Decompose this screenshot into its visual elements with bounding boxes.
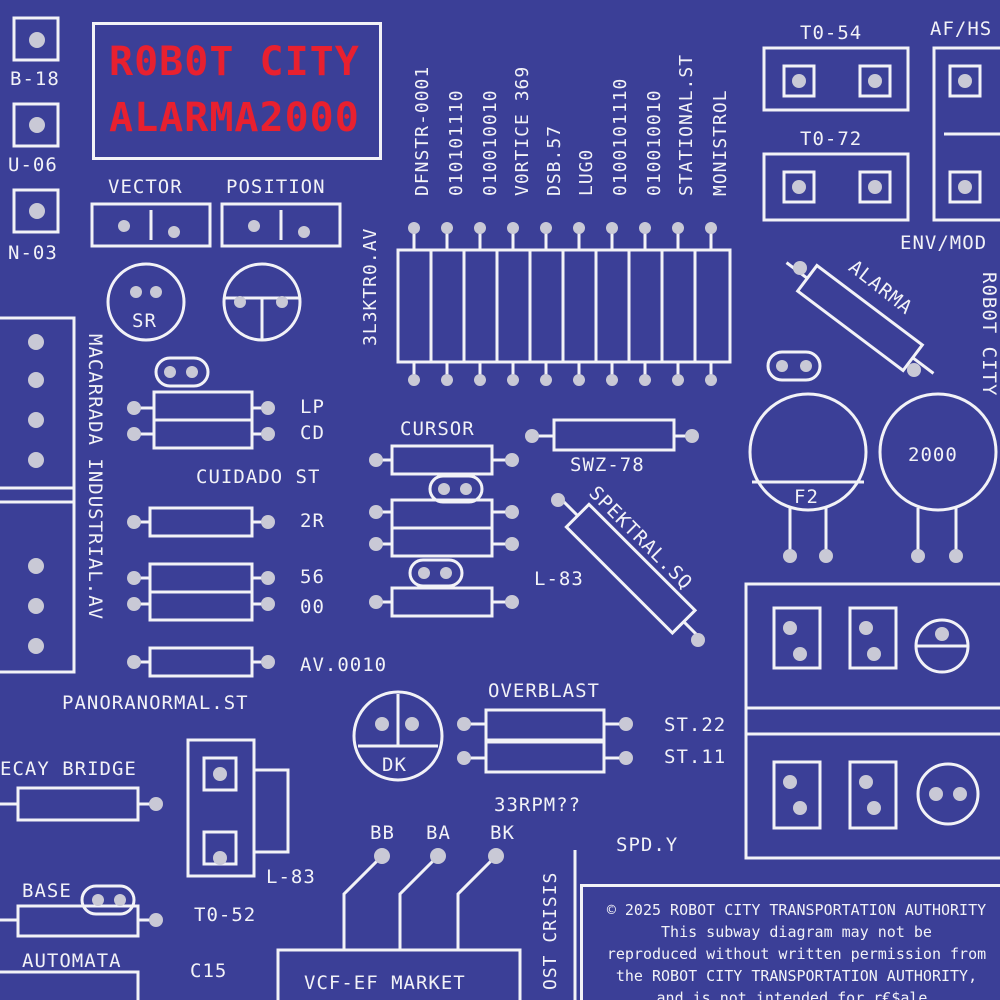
label-decay-bridge: ECAY BRIDGE — [0, 758, 137, 780]
chip-label-6: 0100101110 — [610, 77, 631, 196]
legal-line-3: the ROBOT CITY TRANSPORTATION AUTHORITY, — [615, 967, 978, 985]
label-lp: LP — [300, 396, 325, 418]
label-b18: B-18 — [10, 68, 60, 90]
chip-label-9: MONISTROL — [710, 89, 731, 196]
chip-label-8: STATIONAL.ST — [676, 53, 697, 196]
label-t052: T0-52 — [194, 904, 257, 926]
label-56: 56 — [300, 566, 325, 588]
label-sr: SR — [132, 310, 157, 332]
label-automata: AUTOMATA — [22, 950, 122, 972]
label-t054: T0-54 — [800, 22, 863, 44]
label-t072: T0-72 — [800, 128, 863, 150]
label-base: BASE — [22, 880, 72, 902]
label-vcf-market: VCF-EF MARKET — [304, 972, 466, 994]
label-bk: BK — [490, 822, 515, 844]
label-envmod: ENV/MOD — [900, 232, 988, 254]
title-line-1: R0B0T CITY — [109, 39, 360, 85]
label-dk: DK — [382, 754, 407, 776]
label-vector: VECTOR — [108, 176, 183, 198]
label-cuidado: CUIDADO ST — [196, 466, 321, 488]
chip-label-5: LUG0 — [576, 148, 597, 196]
label-swz78: SWZ-78 — [570, 454, 645, 476]
label-spdy: SPD.Y — [616, 834, 679, 856]
legal-line-2: reproduced without written permission fr… — [606, 945, 987, 963]
label-bb: BB — [370, 822, 395, 844]
label-afhs: AF/HS — [930, 18, 993, 40]
title-line-2: ALARMA2000 — [109, 95, 360, 141]
legal-line-0: © 2025 ROBOT CITY TRANSPORTATION AUTHORI… — [606, 901, 987, 919]
label-2000: 2000 — [908, 444, 958, 466]
label-ba: BA — [426, 822, 451, 844]
label-av0010: AV.0010 — [300, 654, 388, 676]
label-panoranormal: PANORANORMAL.ST — [62, 692, 249, 714]
label-macarrada: MACARRADA INDUSTRIAL.AV — [84, 334, 106, 621]
legal-notice: © 2025 ROBOT CITY TRANSPORTATION AUTHORI… — [580, 884, 1000, 1000]
label-f2: F2 — [794, 486, 819, 508]
label-position: POSITION — [226, 176, 326, 198]
label-33rpm: 33RPM?? — [494, 794, 582, 816]
label-eletro: 3L3KTR0.AV — [360, 227, 381, 346]
label-u06: U-06 — [8, 154, 58, 176]
label-c15: C15 — [190, 960, 228, 982]
chip-label-1: 010101110 — [446, 89, 467, 196]
legal-line-4: and is not intended for r€$ale. — [656, 989, 937, 1000]
label-00: 00 — [300, 596, 325, 618]
chip-label-3: V0RTICE 369 — [512, 65, 533, 196]
label-2r: 2R — [300, 510, 325, 532]
chip-label-2: 010010010 — [480, 89, 501, 196]
label-n03: N-03 — [8, 242, 58, 264]
title-box: R0B0T CITY ALARMA2000 — [92, 22, 382, 160]
label-st11: ST.11 — [664, 746, 727, 768]
chip-label-4: DSB.57 — [544, 124, 565, 196]
label-robot-city-side: R0B0T CITY — [978, 272, 1000, 397]
label-overblast: OVERBLAST — [488, 680, 600, 702]
label-st22: ST.22 — [664, 714, 727, 736]
label-l83-b: L-83 — [266, 866, 316, 888]
label-lost-crisis: OST CRISIS — [540, 871, 561, 990]
label-cursor: CURSOR — [400, 418, 475, 440]
legal-line-1: This subway diagram may not be — [661, 923, 932, 941]
label-cd: CD — [300, 422, 325, 444]
chip-label-7: 010010010 — [644, 89, 665, 196]
label-l83-a: L-83 — [534, 568, 584, 590]
chip-label-0: DFNSTR-0001 — [412, 65, 433, 196]
